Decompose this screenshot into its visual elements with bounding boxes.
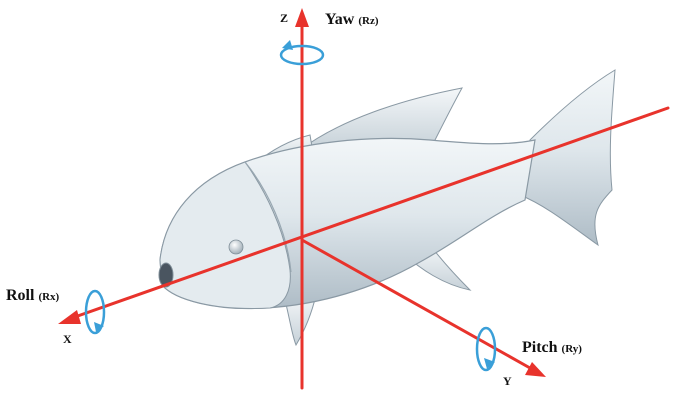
yaw-label: Yaw (Rz) [325,12,379,28]
roll-sub: (Rx) [38,291,59,303]
yaw-sub: (Rz) [358,15,378,27]
tail-fin [520,70,615,245]
y-axis-arrowhead [525,362,546,377]
pitch-rotation-icon [477,328,495,370]
roll-label: Roll (Rx) [6,288,59,304]
pitch-label: Pitch (Ry) [522,340,582,356]
roll-name: Roll [6,287,34,304]
eye [229,240,243,254]
y-axis-label: Y [503,375,512,387]
pitch-sub: (Ry) [562,343,582,355]
x-axis-label: X [63,333,72,345]
yaw-name: Yaw [325,11,354,28]
x-axis-arrowhead [58,310,81,324]
z-axis-arrowhead [295,8,309,27]
pitch-name: Pitch [522,339,558,356]
z-axis-label: Z [280,12,288,24]
